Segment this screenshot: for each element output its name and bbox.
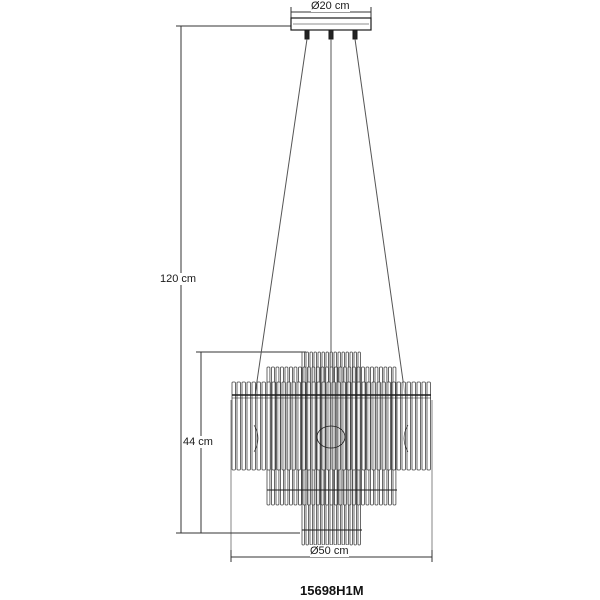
glass-rod: [236, 381, 241, 471]
glass-rod: [391, 381, 396, 471]
glass-rod: [426, 381, 431, 471]
frame-rings: [232, 394, 431, 531]
glass-rod: [296, 381, 301, 471]
glass-rod: [266, 381, 271, 471]
glass-rod: [396, 381, 401, 471]
model-number: 15698H1M: [300, 583, 364, 598]
glass-rod: [366, 381, 371, 471]
glass-rod: [241, 381, 246, 471]
glass-rod: [336, 381, 341, 471]
glass-rod: [386, 381, 391, 471]
glass-rod: [311, 381, 316, 471]
dimension-lines: [176, 7, 433, 562]
glass-rod: [376, 381, 381, 471]
glass-rod: [316, 381, 321, 471]
total-height-label: 120 cm: [160, 273, 197, 285]
glass-rod: [371, 381, 376, 471]
canopy: [290, 17, 372, 40]
glass-rod: [271, 381, 276, 471]
glass-rod: [231, 381, 236, 471]
glass-rod: [281, 381, 286, 471]
glass-rod: [321, 381, 326, 471]
glass-rod: [411, 381, 416, 471]
glass-rod: [291, 381, 296, 471]
canopy-diameter-label: Ø20 cm: [311, 0, 350, 12]
glass-rod: [401, 381, 406, 471]
glass-rods: [231, 351, 431, 546]
glass-rod: [256, 381, 261, 471]
glass-rod: [421, 381, 426, 471]
glass-rod: [306, 381, 311, 471]
glass-rod: [286, 381, 291, 471]
glass-rod: [341, 381, 346, 471]
glass-rod: [276, 381, 281, 471]
glass-rod: [361, 381, 366, 471]
suspension-cables: [254, 38, 406, 396]
glass-rod: [406, 381, 411, 471]
glass-rod: [261, 381, 266, 471]
glass-rod: [381, 381, 386, 471]
glass-rod: [301, 381, 306, 471]
glass-rod: [416, 381, 421, 471]
shade-diameter-label: Ø50 cm: [310, 545, 349, 557]
glass-rod: [246, 381, 251, 471]
glass-rod: [251, 381, 256, 471]
shade-height-label: 44 cm: [183, 436, 213, 448]
glass-rod: [351, 381, 356, 471]
glass-rod: [346, 381, 351, 471]
glass-rod: [356, 381, 361, 471]
